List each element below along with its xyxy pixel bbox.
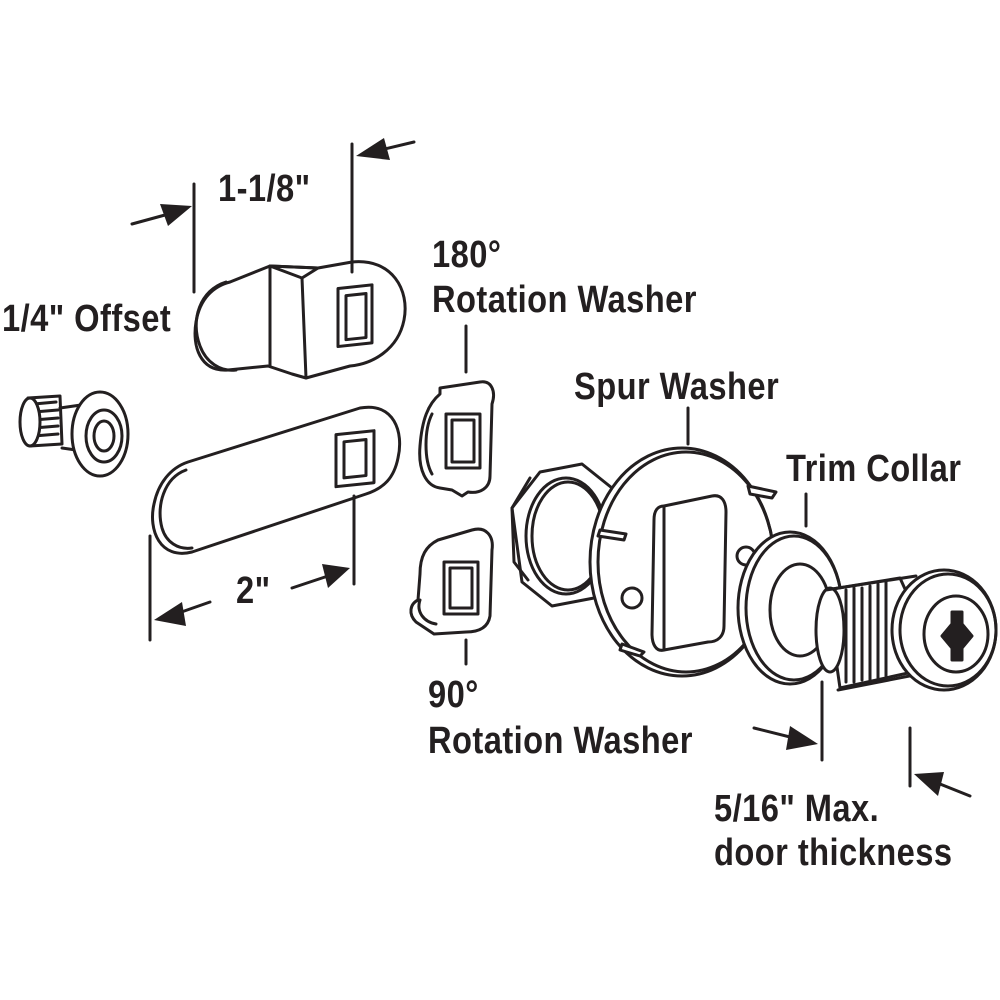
rotation-washer-180-part: [418, 380, 495, 498]
offset-cam-part: [193, 260, 407, 380]
rotation-180-washer-label: Rotation Washer: [432, 279, 697, 321]
door-thickness-max-label: 5/16" Max.: [714, 788, 880, 830]
spur-washer-label: Spur Washer: [574, 366, 780, 408]
door-thickness-label: door thickness: [714, 832, 953, 874]
rotation-180-degree-label: 180°: [432, 234, 502, 276]
rotation-washer-90-part: [409, 527, 494, 636]
offset-label: 1/4" Offset: [2, 298, 172, 340]
dimension-lines: [130, 138, 972, 798]
lock-cylinder-part: [814, 568, 998, 692]
spur-washer-part: [588, 446, 778, 678]
screw-part: [18, 390, 130, 478]
dimension-label-1-1-8: 1-1/8": [218, 168, 311, 210]
rotation-90-degree-label: 90°: [428, 674, 479, 716]
rotation-90-washer-label: Rotation Washer: [428, 720, 693, 762]
trim-collar-label: Trim Collar: [786, 448, 962, 490]
dimension-label-2: 2": [236, 570, 271, 612]
straight-cam-part: [151, 405, 402, 555]
